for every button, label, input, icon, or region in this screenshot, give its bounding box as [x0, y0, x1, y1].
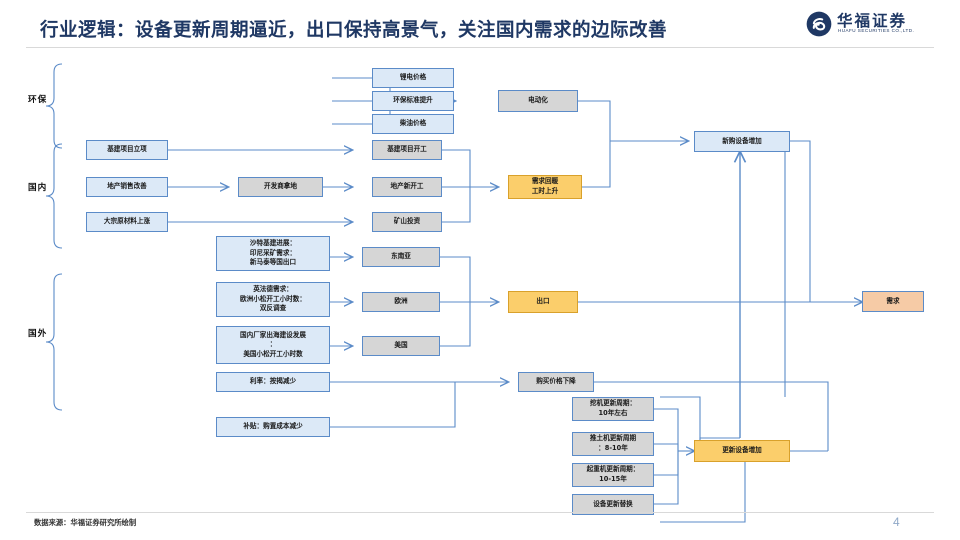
node-property-new-start[interactable]: 地产新开工 — [372, 177, 442, 197]
node-sea-drivers-line2: 印尼采矿需求： — [249, 248, 297, 257]
node-europe[interactable]: 欧洲 — [362, 292, 440, 312]
logo-text-cn: 华福证券 — [837, 12, 908, 30]
node-renewal-equipment-up[interactable]: 更新设备增加 — [694, 440, 790, 462]
node-sea-drivers[interactable]: 沙特基建进展： 印尼采矿需求： 新马泰等国出口 — [216, 236, 330, 271]
node-us-drivers[interactable]: 国内厂家出海建设发展 ： 美国小松开工小时数 — [216, 326, 330, 364]
node-demand-recovery[interactable]: 需求回暖 工时上升 — [508, 175, 582, 199]
node-southeast-asia[interactable]: 东南亚 — [362, 247, 440, 267]
node-sea-drivers-line3: 新马泰等国出口 — [249, 258, 297, 267]
logo-text-en: HUAFU SECURITIES CO.,LTD. — [838, 28, 915, 33]
node-electrification[interactable]: 电动化 — [498, 90, 578, 112]
node-eu-drivers-line1: 英法德需求： — [253, 285, 293, 294]
node-bulldozer-cycle[interactable]: 推土机更新周期 ：8-10年 — [572, 432, 654, 456]
node-equipment-replace[interactable]: 设备更新替换 — [572, 494, 654, 515]
group-label-guowai: 国外 — [28, 329, 48, 339]
node-demand-recovery-line1: 需求回暖 — [531, 177, 559, 186]
node-export[interactable]: 出口 — [508, 291, 578, 313]
source-note: 数据来源：华福证券研究所绘制 — [34, 518, 137, 527]
brand-logo: 华福证券 HUAFU SECURITIES CO.,LTD. — [806, 10, 938, 40]
group-label-guonei: 国内 — [28, 183, 48, 193]
footer-divider — [26, 512, 934, 513]
node-sea-drivers-line1: 沙特基建进展： — [249, 239, 297, 248]
node-subsidy[interactable]: 补贴：购置成本减少 — [216, 417, 330, 437]
node-mining-investment[interactable]: 矿山投资 — [372, 212, 442, 232]
node-demand[interactable]: 需求 — [862, 291, 924, 312]
node-excavator-cycle-line1: 挖机更新周期： — [589, 399, 637, 408]
node-us-drivers-line1: 国内厂家出海建设发展 — [240, 330, 306, 339]
node-env-standard[interactable]: 环保标准提升 — [372, 91, 454, 111]
node-developer-land[interactable]: 开发商拿地 — [238, 177, 323, 197]
header-divider — [26, 47, 934, 48]
node-eu-drivers-line2: 欧洲小松开工小时数： — [240, 294, 306, 303]
node-infra-project-approval[interactable]: 基建项目立项 — [86, 140, 168, 160]
node-crane-cycle[interactable]: 起重机更新周期： 10-15年 — [572, 463, 654, 487]
node-diesel-price[interactable]: 柴油价格 — [372, 114, 454, 134]
node-demand-recovery-line2: 工时上升 — [531, 187, 559, 195]
node-interest-rate[interactable]: 利率：按揭减少 — [216, 372, 330, 392]
node-excavator-cycle[interactable]: 挖机更新周期： 10年左右 — [572, 397, 654, 421]
node-eu-drivers[interactable]: 英法德需求： 欧洲小松开工小时数： 双反调查 — [216, 282, 330, 317]
page-number: 4 — [893, 515, 900, 529]
node-bulldozer-cycle-line1: 推土机更新周期 — [589, 434, 637, 443]
node-bulk-raw-material-up[interactable]: 大宗原材料上涨 — [86, 212, 168, 232]
node-bulldozer-cycle-line2: ：8-10年 — [598, 444, 628, 452]
diagram-connectors — [45, 63, 960, 523]
node-property-sales-improve[interactable]: 地产销售改善 — [86, 177, 168, 197]
flow-diagram: 环保 国内 国外 锂电价格 环保标准提升 柴油价格 电动化 基建项目立项 地产销… — [0, 52, 960, 523]
node-crane-cycle-line1: 起重机更新周期： — [586, 465, 640, 474]
node-us-drivers-line3: 美国小松开工小时数 — [243, 349, 303, 358]
group-label-huanbao: 环保 — [28, 95, 48, 105]
node-us-drivers-line2: ： — [269, 340, 277, 349]
huafu-logo-icon — [806, 11, 832, 37]
node-crane-cycle-line2: 10-15年 — [599, 475, 627, 483]
node-purchase-price-down[interactable]: 购买价格下降 — [518, 372, 594, 392]
page-title: 行业逻辑：设备更新周期逼近，出口保持高景气，关注国内需求的边际改善 — [40, 20, 668, 41]
node-new-equipment-up[interactable]: 新购设备增加 — [694, 131, 790, 152]
node-lithium-price[interactable]: 锂电价格 — [372, 68, 454, 88]
node-eu-drivers-line3: 双反调查 — [259, 304, 287, 313]
node-excavator-cycle-line2: 10年左右 — [598, 409, 628, 417]
node-infra-project-start[interactable]: 基建项目开工 — [372, 140, 442, 160]
node-usa[interactable]: 美国 — [362, 336, 440, 356]
